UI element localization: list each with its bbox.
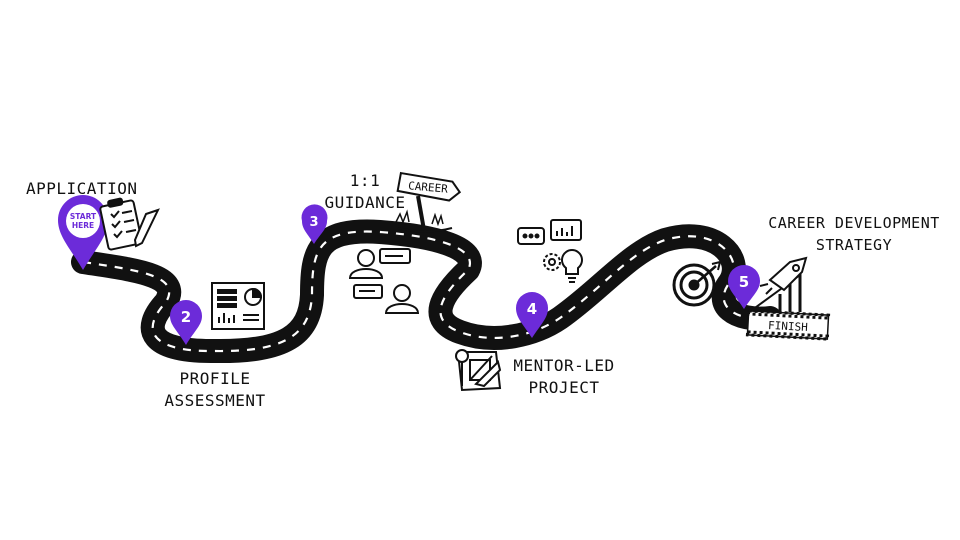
step-4-label-line2: PROJECT <box>528 378 600 397</box>
target-arrow-icon <box>672 260 722 307</box>
step-2-pin: 2 <box>170 300 202 345</box>
step-3-label-line2: GUIDANCE <box>324 193 406 212</box>
step-3-label-line1: 1:1 <box>349 171 381 190</box>
step-5-number: 5 <box>739 273 749 291</box>
step-2-number: 2 <box>181 308 191 326</box>
step-3-label: 1:1 GUIDANCE <box>316 170 414 214</box>
signpost-icon <box>395 171 462 233</box>
finish-label: FINISH <box>768 319 808 334</box>
step-2-label: PROFILE ASSESSMENT <box>148 368 282 412</box>
step-5-pin: 5 <box>728 265 760 309</box>
start-badge-line1: START <box>70 212 97 221</box>
blueprint-ruler-icon <box>455 349 502 392</box>
start-pin: START HERE <box>57 194 109 270</box>
clipboard-checklist-icon <box>99 197 160 251</box>
step-5-label-line1: CAREER DEVELOPMENT <box>768 214 940 232</box>
step-5-label: CAREER DEVELOPMENT STRATEGY <box>748 212 960 256</box>
step-4-pin: 4 <box>516 292 548 338</box>
step-4-label-line1: MENTOR-LED <box>513 356 615 375</box>
step-4-number: 4 <box>527 300 537 318</box>
winding-road <box>71 219 782 364</box>
step-2-label-line2: ASSESSMENT <box>164 391 266 410</box>
finish-banner <box>745 309 831 341</box>
start-badge-line2: HERE <box>72 221 94 230</box>
step-1-label: APPLICATION <box>26 179 138 198</box>
signpost-label: CAREER <box>408 179 449 195</box>
step-3-number: 3 <box>309 215 318 230</box>
step-5-label-line2: STRATEGY <box>815 236 893 254</box>
step-4-label: MENTOR-LED PROJECT <box>502 355 626 399</box>
ideas-gear-bulb-icon <box>517 219 583 283</box>
rocket-growth-icon <box>751 256 808 312</box>
dashboard-report-icon <box>211 282 265 330</box>
chat-people-icon <box>348 248 420 314</box>
step-3-pin: 3 <box>301 204 328 244</box>
step-2-label-line1: PROFILE <box>179 369 251 388</box>
